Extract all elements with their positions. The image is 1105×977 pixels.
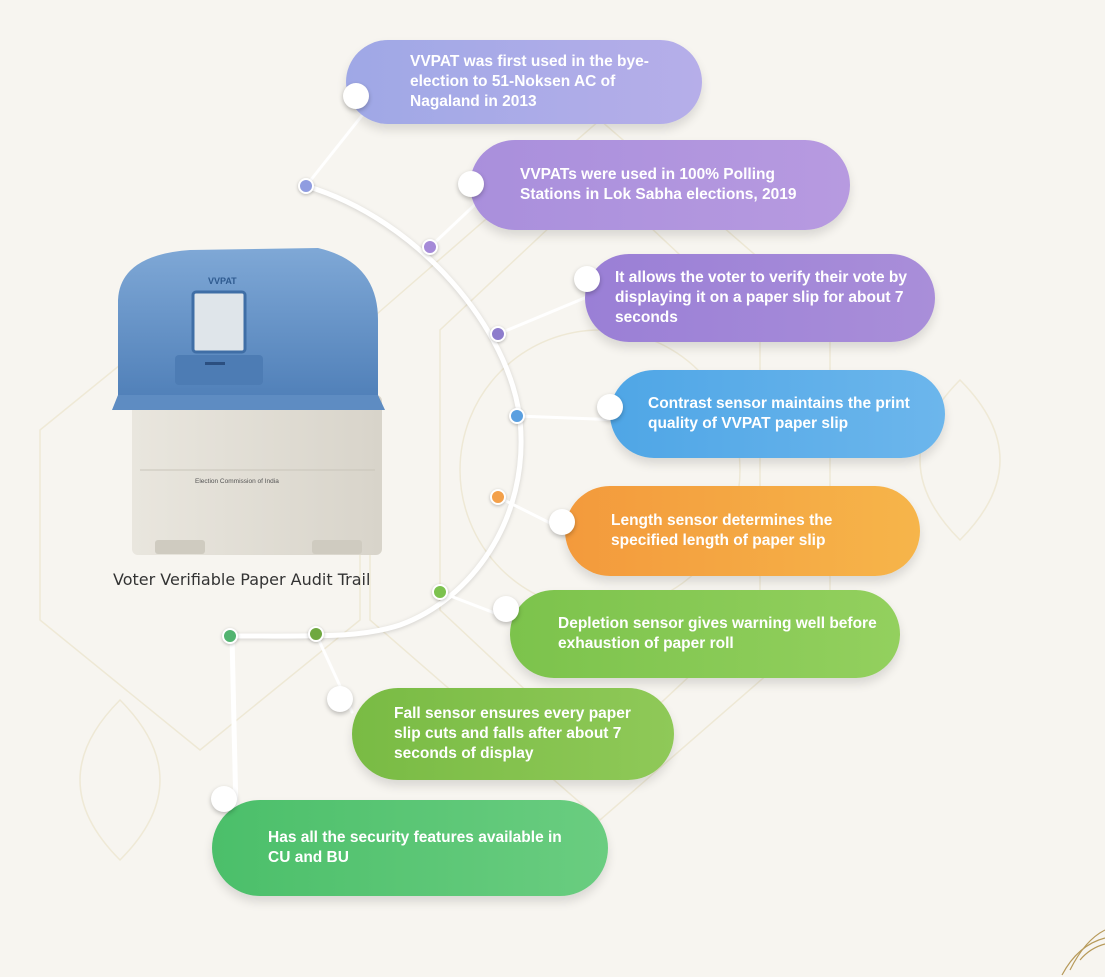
timeline-dot	[490, 489, 506, 505]
timeline-dot	[432, 584, 448, 600]
timeline-dot	[308, 626, 324, 642]
info-pill-4: Contrast sensor maintains the print qual…	[610, 370, 945, 458]
timeline-dot	[222, 628, 238, 644]
timeline-dot	[298, 178, 314, 194]
info-pill-text: Length sensor determines the specified l…	[611, 512, 833, 549]
info-pill-text: VVPAT was first used in the bye-election…	[410, 53, 649, 110]
connector-knob	[549, 509, 575, 535]
info-pill-text: Has all the security features available …	[268, 829, 562, 866]
connector-knob	[597, 394, 623, 420]
info-pill-6: Depletion sensor gives warning well befo…	[510, 590, 900, 678]
corner-ornament	[1061, 929, 1105, 976]
connector-knob	[574, 266, 600, 292]
connector-knob	[458, 171, 484, 197]
image-caption: Voter Verifiable Paper Audit Trail	[113, 570, 371, 589]
connector-knob	[343, 83, 369, 109]
timeline-dot	[422, 239, 438, 255]
info-pill-8: Has all the security features available …	[212, 800, 608, 896]
info-pill-5: Length sensor determines the specified l…	[565, 486, 920, 576]
info-pill-text: Fall sensor ensures every paper slip cut…	[394, 705, 631, 762]
machine-body-label: Election Commission of India	[195, 478, 279, 485]
connector-knob	[493, 596, 519, 622]
info-pill-3: It allows the voter to verify their vote…	[585, 254, 935, 342]
info-pill-2: VVPATs were used in 100% Polling Station…	[470, 140, 850, 230]
connector-knob	[327, 686, 353, 712]
timeline-dot	[490, 326, 506, 342]
info-pill-text: VVPATs were used in 100% Polling Station…	[520, 166, 797, 203]
machine-top-label: VVPAT	[208, 276, 237, 286]
timeline-dot	[509, 408, 525, 424]
info-pill-1: VVPAT was first used in the bye-election…	[346, 40, 702, 124]
info-pill-text: It allows the voter to verify their vote…	[615, 269, 907, 326]
timeline-arc	[227, 183, 524, 639]
vvpat-machine-image: Election Commission of India VVPAT	[112, 248, 385, 555]
connector-knob	[211, 786, 237, 812]
timeline-drop-line	[229, 633, 239, 815]
info-pill-text: Contrast sensor maintains the print qual…	[648, 395, 910, 432]
info-pill-text: Depletion sensor gives warning well befo…	[558, 615, 877, 652]
info-pill-7: Fall sensor ensures every paper slip cut…	[352, 688, 674, 780]
